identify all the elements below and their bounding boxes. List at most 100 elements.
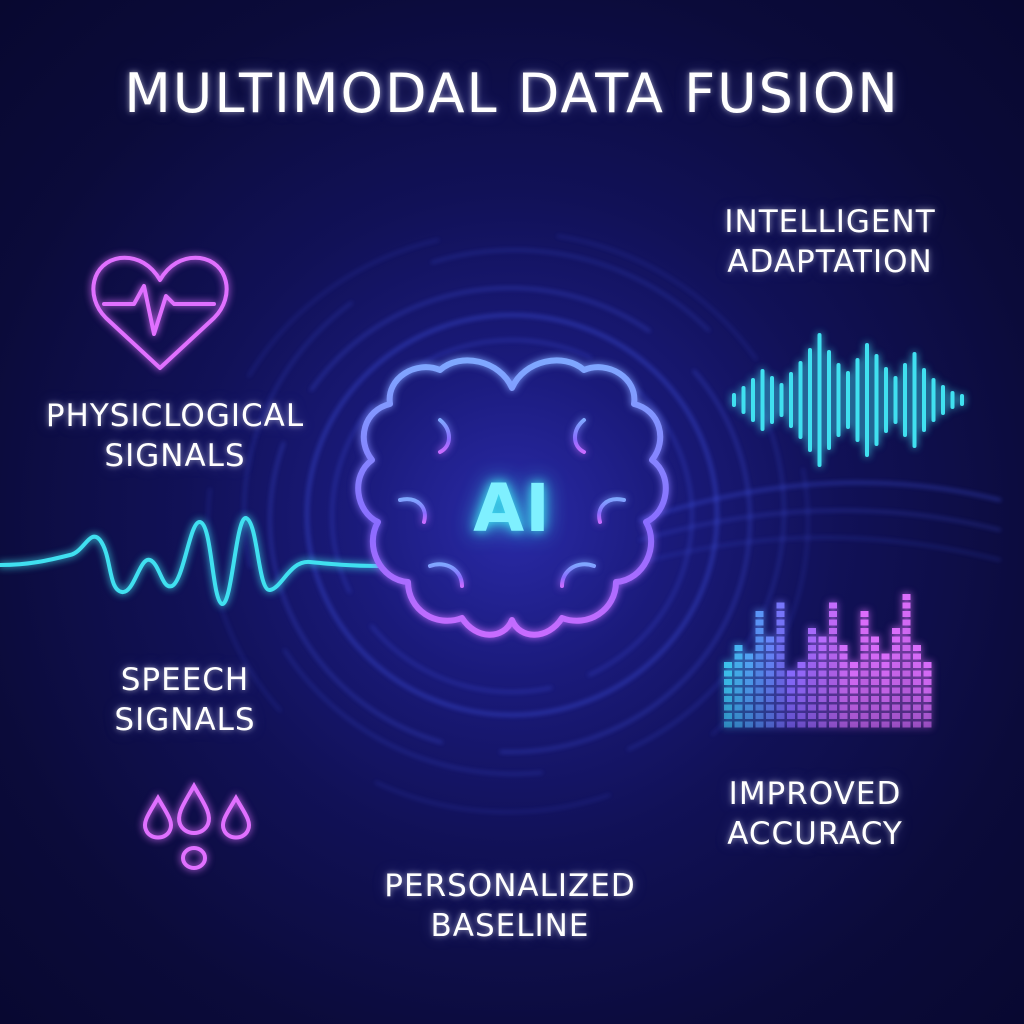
equalizer-segment <box>871 645 879 651</box>
equalizer-segment <box>860 653 869 660</box>
equalizer-segment <box>829 619 837 626</box>
equalizer-segment <box>913 653 921 660</box>
equalizer-segment <box>745 713 753 719</box>
equalizer-segment <box>839 662 848 668</box>
equalizer-segment <box>871 670 879 677</box>
equalizer-segment <box>818 653 827 660</box>
equalizer-segment <box>902 645 911 651</box>
equalizer-segment <box>734 704 743 711</box>
equalizer-segment <box>871 704 879 711</box>
equalizer-segment <box>871 721 879 728</box>
equalizer-segment <box>734 670 743 677</box>
equalizer-segment <box>881 721 890 728</box>
label-intelligent-line1: INTELLIGENT <box>724 204 936 240</box>
equalizer-segment <box>787 704 795 711</box>
equalizer-segment <box>808 721 816 728</box>
equalizer-segment <box>923 670 932 677</box>
equalizer-segment <box>839 721 848 728</box>
equalizer-segment <box>871 696 879 702</box>
equalizer-segment <box>808 636 816 643</box>
equalizer-segment <box>797 713 806 719</box>
label-speech-line2: SIGNALS <box>114 702 256 738</box>
equalizer-segment <box>724 687 732 694</box>
equalizer-segment <box>892 713 900 719</box>
label-intelligent-adaptation: INTELLIGENT ADAPTATION <box>700 202 960 282</box>
equalizer-segment <box>797 704 806 711</box>
equalizer-segment <box>902 602 911 609</box>
label-physiological-line2: SIGNALS <box>104 438 246 474</box>
label-speech-line1: SPEECH <box>120 662 250 698</box>
equalizer-segment <box>902 696 911 702</box>
equalizer-segment <box>734 653 743 660</box>
equalizer-segment <box>923 696 932 702</box>
equalizer-segment <box>871 653 879 660</box>
equalizer-segment <box>923 704 932 711</box>
equalizer-segment <box>913 679 921 685</box>
equalizer-segment <box>892 636 900 643</box>
equalizer-segment <box>755 645 764 651</box>
equalizer-segment <box>829 645 837 651</box>
label-intelligent-line2: ADAPTATION <box>727 244 933 280</box>
equalizer-segment <box>881 662 890 668</box>
equalizer-segment <box>734 645 743 651</box>
equalizer-segment <box>902 704 911 711</box>
brain-center-label: AI <box>473 470 551 547</box>
equalizer-segment <box>829 611 837 617</box>
equalizer-segment <box>808 670 816 677</box>
equalizer-segment <box>860 670 869 677</box>
equalizer-segment <box>724 696 732 702</box>
equalizer-segment <box>892 687 900 694</box>
equalizer-segment <box>923 721 932 728</box>
equalizer-segment <box>787 721 795 728</box>
equalizer-segment <box>734 662 743 668</box>
equalizer-segment <box>860 619 869 626</box>
equalizer-segment <box>902 594 911 600</box>
equalizer-segment <box>808 696 816 702</box>
equalizer-segment <box>766 679 774 685</box>
equalizer-segment <box>902 679 911 685</box>
equalizer-segment <box>839 687 848 694</box>
equalizer-segment <box>797 696 806 702</box>
equalizer-segment <box>808 653 816 660</box>
equalizer-segment <box>776 679 785 685</box>
equalizer-segment <box>818 713 827 719</box>
equalizer-segment <box>913 713 921 719</box>
label-physiological-line1: PHYSICLOGICAL <box>45 398 305 434</box>
equalizer-segment <box>818 687 827 694</box>
equalizer-segment <box>776 602 785 609</box>
equalizer-segment <box>787 713 795 719</box>
equalizer-segment <box>839 713 848 719</box>
equalizer-segment <box>745 662 753 668</box>
equalizer-segment <box>776 670 785 677</box>
equalizer-segment <box>871 713 879 719</box>
equalizer-segment <box>745 721 753 728</box>
equalizer-segment <box>818 636 827 643</box>
equalizer-segment <box>829 662 837 668</box>
equalizer-segment <box>913 645 921 651</box>
equalizer-segment <box>902 662 911 668</box>
equalizer-segment <box>902 611 911 617</box>
equalizer-segment <box>787 679 795 685</box>
equalizer-segment <box>734 713 743 719</box>
equalizer-segment <box>755 704 764 711</box>
label-baseline-line1: PERSONALIZED <box>384 868 636 904</box>
equalizer-segment <box>839 679 848 685</box>
equalizer-segment <box>913 662 921 668</box>
equalizer-segment <box>755 653 764 660</box>
equalizer-segment <box>818 670 827 677</box>
equalizer-segment <box>902 721 911 728</box>
equalizer-segment <box>860 636 869 643</box>
equalizer-segment <box>776 645 785 651</box>
equalizer-segment <box>734 696 743 702</box>
equalizer-segment <box>850 670 858 677</box>
equalizer-segment <box>881 670 890 677</box>
equalizer-segment <box>881 704 890 711</box>
equalizer-segment <box>755 636 764 643</box>
equalizer-segment <box>797 687 806 694</box>
equalizer-segment <box>766 687 774 694</box>
equalizer-segment <box>860 721 869 728</box>
equalizer-segment <box>787 696 795 702</box>
equalizer-segment <box>913 704 921 711</box>
